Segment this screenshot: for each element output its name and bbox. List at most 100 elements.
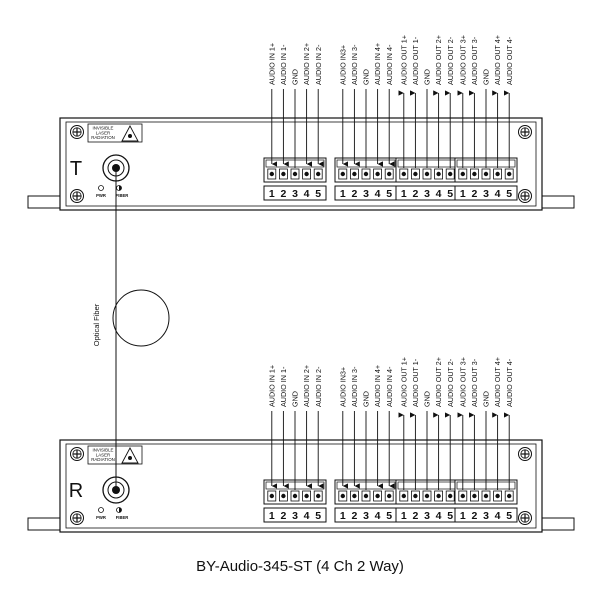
signal-label: AUDIO OUT 2-	[446, 36, 455, 85]
warning-text: INVISIBLE	[93, 126, 114, 131]
corner-screw-icon	[70, 125, 84, 139]
signal-label: AUDIO OUT 3+	[458, 35, 467, 85]
signal-label: GND	[291, 69, 300, 85]
terminal-number: 2	[280, 188, 286, 200]
terminal-number: 4	[495, 510, 501, 522]
corner-screw-icon	[70, 511, 84, 525]
terminal-number: 2	[412, 510, 418, 522]
signal-label: GND	[482, 391, 491, 407]
terminal-screw-icon	[448, 493, 453, 499]
signal-label: AUDIO IN 1-	[279, 366, 288, 407]
signal-label: AUDIO IN 4+	[373, 43, 382, 85]
corner-screw-icon	[518, 189, 532, 203]
terminal-screw-icon	[304, 493, 309, 499]
laser-triangle-icon	[121, 447, 139, 464]
corner-screw-icon	[518, 125, 532, 139]
terminal-screw-icon	[269, 493, 274, 499]
terminal-number: 3	[424, 188, 430, 200]
terminal-screw-icon	[495, 171, 500, 177]
terminal-screw-icon	[483, 493, 489, 499]
terminal-screw-icon	[436, 493, 441, 499]
terminal-number: 2	[412, 188, 418, 200]
signal-label: AUDIO IN 3-	[350, 366, 359, 407]
pwr-led-icon	[98, 185, 104, 191]
signal-label: AUDIO OUT 2-	[446, 358, 455, 407]
terminal-number-strip	[263, 507, 327, 523]
terminal-screw-icon	[436, 171, 441, 177]
laser-triangle-icon	[121, 125, 139, 142]
warning-text: LASER	[96, 130, 110, 135]
terminal-screw-icon	[401, 493, 406, 499]
terminal-number: 5	[506, 510, 512, 522]
signal-label: AUDIO IN 2-	[314, 366, 323, 407]
signal-label: GND	[482, 69, 491, 85]
terminal-screw-icon	[281, 171, 286, 177]
corner-screw-icon	[518, 511, 532, 525]
terminal-screw-icon	[424, 171, 430, 177]
terminal-screw-icon	[448, 171, 453, 177]
terminal-screw-icon	[375, 493, 380, 499]
terminal-number: 3	[483, 188, 489, 200]
warning-text: RADIATION	[91, 457, 115, 462]
signal-label: AUDIO IN 4-	[385, 366, 394, 407]
terminal-screw-icon	[387, 171, 392, 177]
terminal-number: 4	[436, 510, 442, 522]
terminal-screw-icon	[340, 493, 345, 499]
signal-label: AUDIO IN 2-	[314, 44, 323, 85]
signal-label: AUDIO IN 1-	[279, 44, 288, 85]
terminal-number: 3	[363, 510, 369, 522]
terminal-number: 5	[315, 188, 321, 200]
terminal-screw-icon	[413, 493, 418, 499]
corner-screw-icon	[70, 189, 84, 203]
terminal-screw-icon	[387, 493, 392, 499]
terminal-number: 5	[315, 510, 321, 522]
terminal-screw-icon	[507, 171, 512, 177]
terminal-number: 1	[401, 510, 407, 522]
signal-label: AUDIO OUT 2+	[434, 357, 443, 407]
signal-label: GND	[362, 69, 371, 85]
terminal-number: 1	[401, 188, 407, 200]
terminal-number: 5	[447, 510, 453, 522]
terminal-screw-icon	[352, 171, 357, 177]
signal-label: AUDIO OUT 4-	[505, 358, 514, 407]
signal-label: AUDIO OUT 3+	[458, 357, 467, 407]
signal-label: AUDIO IN 2+	[302, 365, 311, 407]
terminal-number: 2	[351, 188, 357, 200]
terminal-number: 3	[292, 188, 298, 200]
signal-label: AUDIO IN 4-	[385, 44, 394, 85]
terminal-number-strip	[263, 185, 327, 201]
signal-label: AUDIO OUT 1+	[399, 357, 408, 407]
terminal-screw-icon	[375, 171, 380, 177]
signal-label: GND	[423, 391, 432, 407]
mount-flange-left	[27, 195, 60, 209]
terminal-number: 4	[304, 510, 310, 522]
unit-letter-t: T	[70, 158, 82, 180]
terminal-number: 2	[351, 510, 357, 522]
terminal-screw-icon	[316, 493, 321, 499]
corner-screw-icon	[518, 447, 532, 461]
signal-label: AUDIO IN 1+	[267, 43, 276, 85]
terminal-number: 3	[363, 188, 369, 200]
terminal-screw-icon	[304, 171, 309, 177]
terminal-number: 3	[424, 510, 430, 522]
terminal-screw-icon	[401, 171, 406, 177]
terminal-number: 2	[471, 188, 477, 200]
terminal-screw-icon	[316, 171, 321, 177]
terminal-number: 2	[280, 510, 286, 522]
device-panel-inner	[65, 443, 537, 529]
terminal-number: 4	[495, 188, 501, 200]
signal-label: AUDIO OUT 1+	[399, 35, 408, 85]
terminal-screw-icon	[507, 493, 512, 499]
terminal-number: 3	[292, 510, 298, 522]
signal-label: AUDIO OUT 1-	[411, 36, 420, 85]
signal-label: AUDIO OUT 1-	[411, 358, 420, 407]
